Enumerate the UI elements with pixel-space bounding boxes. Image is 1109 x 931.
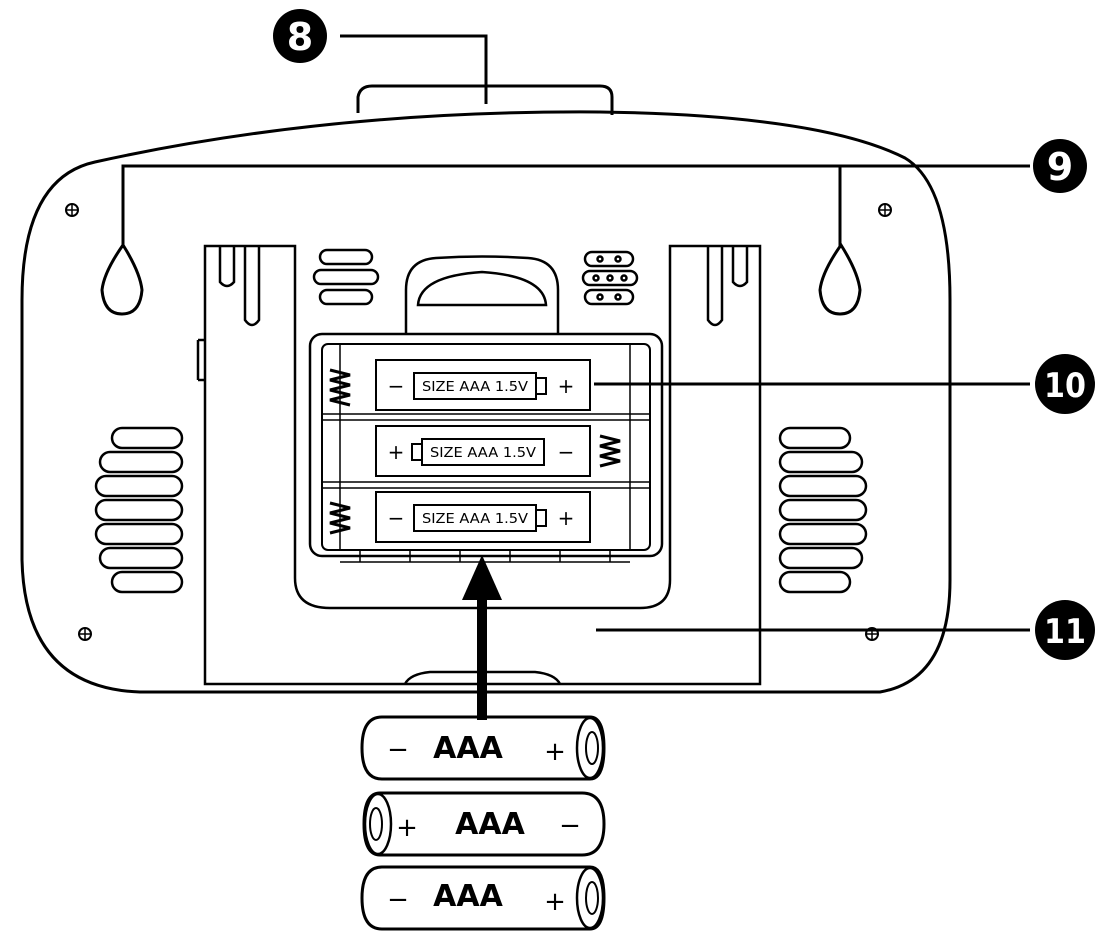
slot-size-label: SIZE AAA 1.5V bbox=[430, 446, 536, 461]
battery-label: AAA bbox=[455, 807, 525, 842]
latch-grip bbox=[416, 270, 548, 307]
slot-plus-sign: + bbox=[388, 440, 405, 464]
aaa-battery-2: + AAA − bbox=[362, 791, 606, 857]
compartment-slot-1: − SIZE AAA 1.5V + bbox=[388, 372, 575, 400]
battery-compartment-outer bbox=[308, 332, 664, 558]
slot-plus-sign: + bbox=[558, 506, 575, 530]
slot-outlines bbox=[375, 359, 591, 543]
svg-text:10: 10 bbox=[1044, 366, 1086, 406]
keyhole-mount-right bbox=[818, 242, 862, 316]
vent-slots bbox=[312, 248, 380, 306]
battery-minus-sign: − bbox=[387, 885, 409, 915]
svg-text:11: 11 bbox=[1044, 612, 1086, 652]
compartment-slot-2: + SIZE AAA 1.5V − bbox=[388, 438, 575, 466]
slot-size-label: SIZE AAA 1.5V bbox=[422, 512, 528, 527]
slot-minus-sign: − bbox=[388, 374, 405, 398]
battery-minus-sign: − bbox=[387, 735, 409, 765]
callout-10: 10 bbox=[1035, 354, 1095, 414]
aaa-battery-3: − AAA + bbox=[360, 865, 606, 931]
aaa-battery-1: − AAA + bbox=[360, 715, 606, 781]
slot-plus-sign: + bbox=[558, 374, 575, 398]
device-body-outline bbox=[20, 110, 952, 694]
slot-minus-sign: − bbox=[388, 506, 405, 530]
battery-plus-sign: + bbox=[396, 813, 418, 843]
battery-label: AAA bbox=[433, 879, 503, 914]
stand-frame bbox=[203, 244, 762, 686]
battery-door-latch bbox=[404, 255, 560, 335]
svg-text:8: 8 bbox=[287, 15, 313, 59]
battery-minus-sign: − bbox=[559, 811, 581, 841]
insert-arrow bbox=[462, 555, 502, 720]
spring-contact bbox=[329, 368, 621, 535]
screw-hole-icon bbox=[78, 627, 92, 641]
svg-text:9: 9 bbox=[1047, 145, 1073, 189]
screw-hole-icon bbox=[878, 203, 892, 217]
slot-minus-sign: − bbox=[558, 440, 575, 464]
stand-slots bbox=[196, 246, 749, 382]
speaker-grille-right bbox=[778, 426, 868, 594]
speaker-grille-left bbox=[94, 426, 184, 594]
screw-hole-icon bbox=[65, 203, 79, 217]
callout-8: 8 bbox=[273, 9, 327, 63]
keyhole-mount-left bbox=[100, 242, 144, 316]
slot-size-label: SIZE AAA 1.5V bbox=[422, 380, 528, 395]
compartment-slot-3: − SIZE AAA 1.5V + bbox=[388, 504, 575, 532]
callout-11: 11 bbox=[1035, 600, 1095, 660]
leader-lines bbox=[121, 34, 1030, 632]
callout-9: 9 bbox=[1033, 139, 1087, 193]
battery-plus-sign: + bbox=[544, 737, 566, 767]
sensor-pad bbox=[581, 250, 639, 306]
battery-compartment-inner bbox=[321, 343, 651, 551]
battery-label: AAA bbox=[433, 731, 503, 766]
battery-plus-sign: + bbox=[544, 887, 566, 917]
